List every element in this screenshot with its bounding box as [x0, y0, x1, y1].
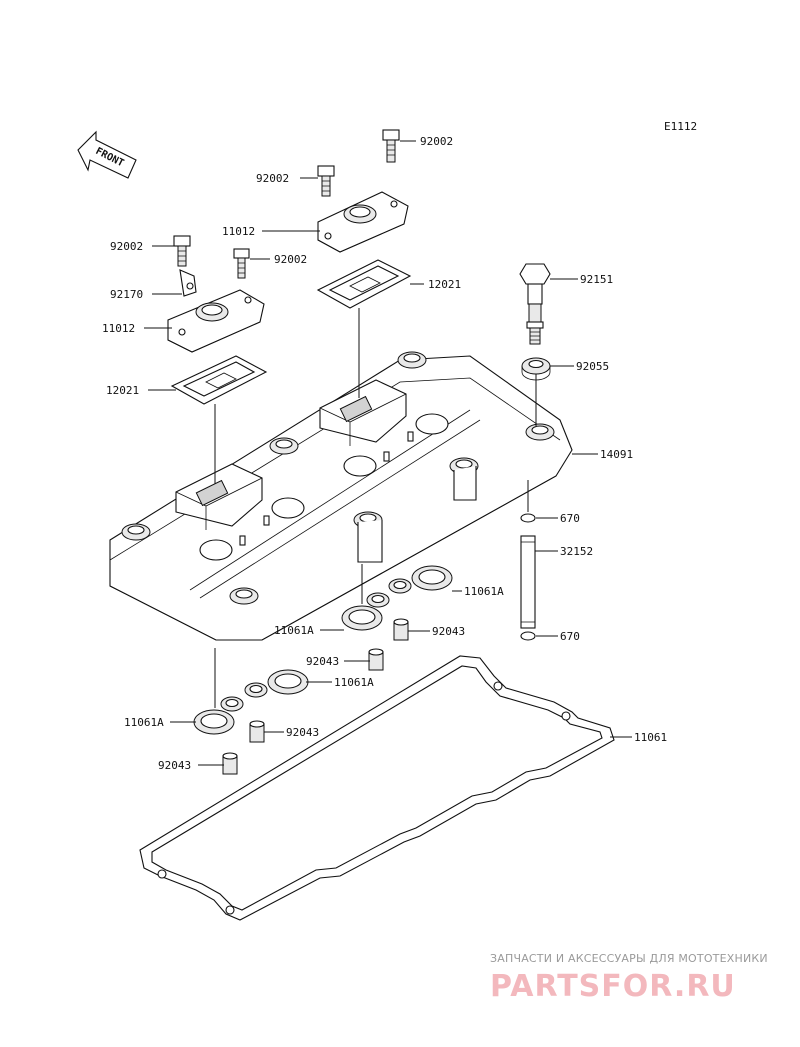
cover-11012-upper	[317, 191, 409, 253]
watermark-caption: ЗАПЧАСТИ И АКСЕССУАРЫ ДЛЯ МОТОТЕХНИКИ	[490, 952, 768, 965]
callout-92002: 92002	[420, 135, 453, 148]
callout-11061A: 11061A	[274, 624, 314, 637]
cover-11012-lower	[167, 289, 265, 353]
seal-11061A-left-small	[220, 696, 244, 712]
callout-92002: 92002	[274, 253, 307, 266]
gasket-12021-lower	[170, 355, 268, 405]
collar-92043-right	[393, 618, 409, 641]
callout-11012: 11012	[102, 322, 135, 335]
seal-11061A-right-large	[411, 565, 453, 591]
callout-92170: 92170	[110, 288, 143, 301]
diagram-code: E1112	[664, 120, 697, 133]
callout-12021: 12021	[428, 278, 461, 291]
bolt-92002-top-left	[317, 165, 335, 197]
callout-32152: 32152	[560, 545, 593, 558]
callout-92043: 92043	[158, 759, 191, 772]
callout-11061A: 11061A	[464, 585, 504, 598]
callout-92055: 92055	[576, 360, 609, 373]
callout-11012: 11012	[222, 225, 255, 238]
collar-92043-bottom	[222, 752, 238, 775]
seal-11061A-left-large	[267, 669, 309, 695]
seal-11061A-far-left-large	[193, 709, 235, 735]
callout-11061A: 11061A	[334, 676, 374, 689]
front-arrow-icon: FRONT	[77, 130, 137, 179]
gasket-11061	[139, 655, 615, 921]
collar-92043-left	[249, 720, 265, 743]
callout-92002: 92002	[256, 172, 289, 185]
seal-11061A-mid-small	[366, 592, 390, 608]
callout-92043: 92043	[286, 726, 319, 739]
seal-11061A-left-small2	[244, 682, 268, 698]
seal-11061A-right-small	[388, 578, 412, 594]
o-ring-670-upper	[520, 513, 536, 523]
watermark-logo: PARTSFOR.RU	[490, 969, 736, 1004]
o-ring-670-lower	[520, 631, 536, 641]
leader-lines	[144, 140, 632, 766]
callout-670: 670	[560, 512, 580, 525]
collar-92043-mid	[368, 648, 384, 671]
callout-14091: 14091	[600, 448, 633, 461]
callout-92002: 92002	[110, 240, 143, 253]
bolt-92002-top-right	[382, 129, 400, 163]
bolt-92002-left	[173, 235, 191, 267]
cylinder-head-cover-14091	[109, 351, 573, 641]
bolt-92151	[519, 263, 551, 345]
callout-11061: 11061	[634, 731, 667, 744]
callout-92043: 92043	[432, 625, 465, 638]
callout-92151: 92151	[580, 273, 613, 286]
bolt-92002-mid	[233, 248, 250, 279]
callout-670: 670	[560, 630, 580, 643]
callout-12021: 12021	[106, 384, 139, 397]
callout-11061A: 11061A	[124, 716, 164, 729]
pipe-32152	[520, 535, 536, 629]
grommet-92170	[179, 269, 197, 297]
callout-92043: 92043	[306, 655, 339, 668]
gasket-12021-upper	[316, 259, 412, 309]
seal-11061A-mid-large	[341, 605, 383, 631]
